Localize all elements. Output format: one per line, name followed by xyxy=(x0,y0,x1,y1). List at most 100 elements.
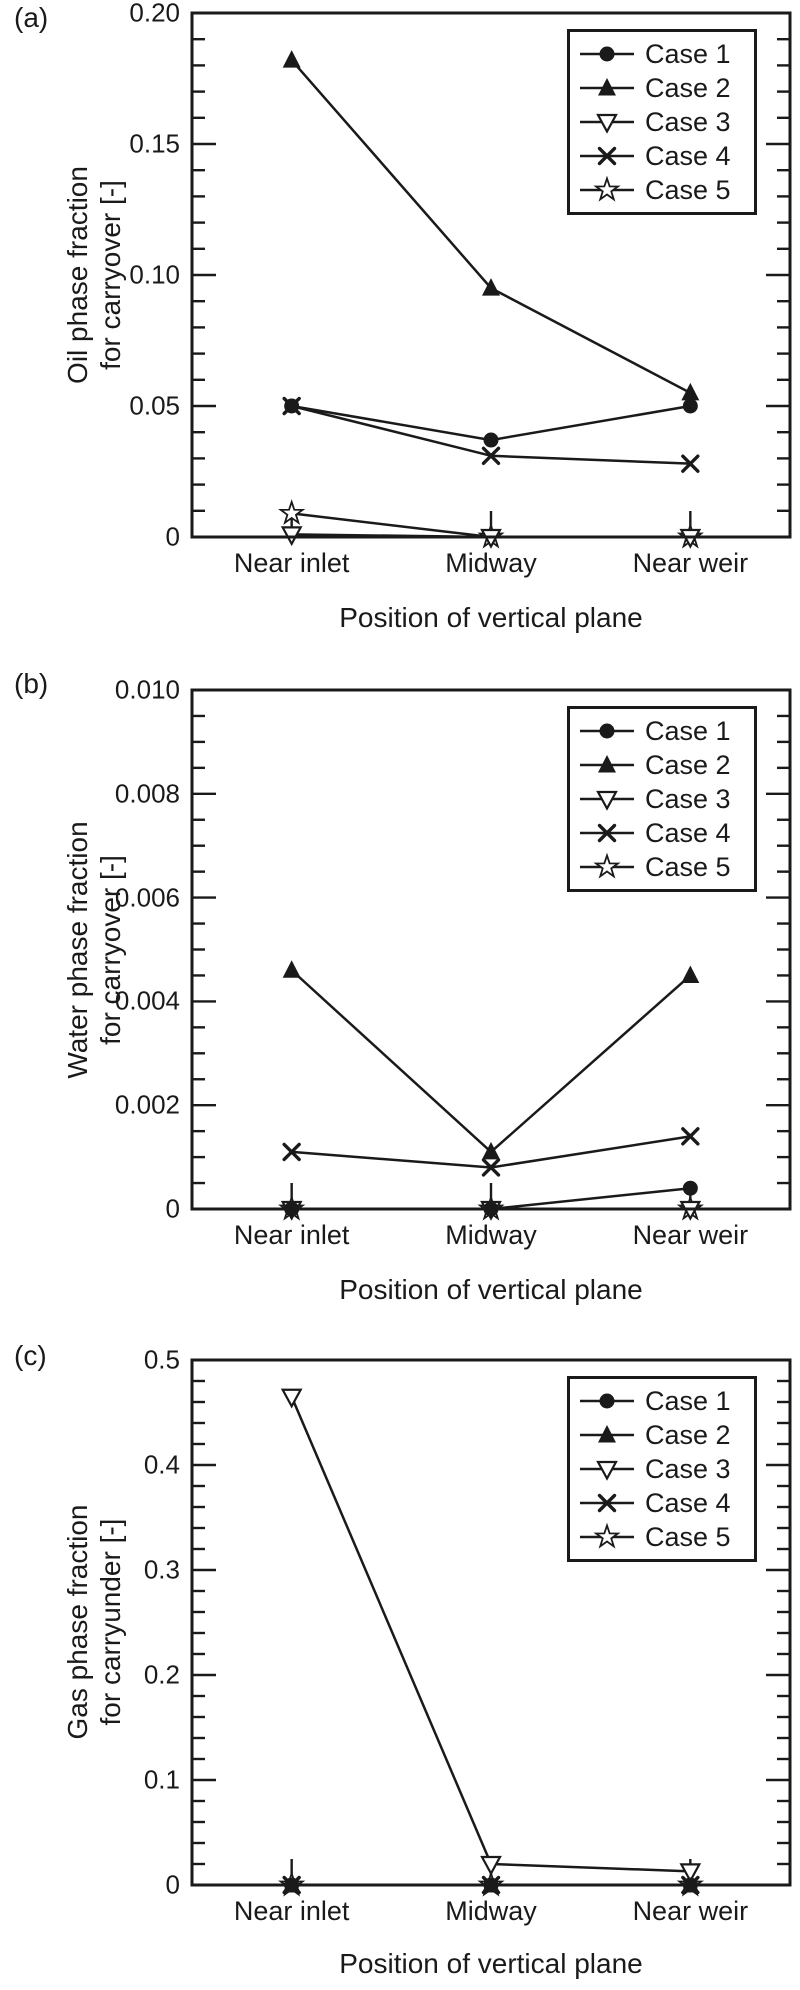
case-5-legend-marker xyxy=(593,1522,621,1549)
legend-label: Case 4 xyxy=(645,1487,731,1518)
case-5-legend-marker xyxy=(593,852,621,879)
x-tick-label: Near inlet xyxy=(233,1220,350,1250)
legend-label: Case 2 xyxy=(645,1419,731,1450)
case-1-legend-marker xyxy=(599,46,615,62)
case-2-point xyxy=(282,50,301,68)
case-1-marker-icon xyxy=(580,46,634,62)
case-3-legend-marker xyxy=(596,790,618,811)
x-tick-label: Near inlet xyxy=(233,548,350,578)
legend-entry-case-1: Case 1 xyxy=(580,37,746,71)
plot-frame xyxy=(190,688,792,1211)
legend-entry-case-4: Case 4 xyxy=(580,1486,746,1520)
case-1-marker-icon xyxy=(580,723,634,739)
case-1-point xyxy=(682,398,698,414)
y-tick-label: 0.5 xyxy=(143,1344,180,1375)
case-2-legend-marker xyxy=(598,78,616,96)
case-4-marker-icon xyxy=(580,823,634,843)
case-5-marker-icon xyxy=(580,852,634,879)
case-3-point xyxy=(679,1863,702,1884)
legend-entry-case-3: Case 3 xyxy=(580,105,746,139)
panel-b-plot xyxy=(190,688,792,1221)
panel-c-label: (c) xyxy=(14,1340,47,1371)
legend-label: Case 2 xyxy=(645,72,731,103)
case-1-point xyxy=(284,398,300,414)
legend-label: Case 1 xyxy=(645,715,731,746)
plot-frame xyxy=(190,11,792,539)
case-2-marker-icon xyxy=(580,755,634,773)
case-5-marker-icon xyxy=(580,1522,634,1549)
case-2-marker-icon xyxy=(580,78,634,96)
case-1-legend-marker xyxy=(599,1393,615,1409)
case-1-legend-marker xyxy=(599,723,615,739)
y-tick-label: 0.3 xyxy=(143,1554,180,1585)
legend-entry-case-2: Case 2 xyxy=(580,71,746,105)
x-tick-label: Midway xyxy=(445,1896,537,1926)
legend-label: Case 5 xyxy=(645,851,731,882)
legend-entry-case-5: Case 5 xyxy=(580,1520,746,1554)
panel-a-label: (a) xyxy=(14,2,49,33)
y-tick-label: 0.20 xyxy=(129,0,180,28)
y-tick-label: 0.4 xyxy=(143,1449,180,1480)
legend-label: Case 2 xyxy=(645,749,731,780)
legend-label: Case 5 xyxy=(645,174,731,205)
case-1-point xyxy=(682,1180,698,1196)
panel-b-x-axis-title: Position of vertical plane xyxy=(339,1274,643,1305)
case-4-point xyxy=(481,446,501,465)
case-4-point xyxy=(681,1127,700,1146)
case-2-point xyxy=(681,965,700,983)
x-tick-label: Near weir xyxy=(632,1220,749,1250)
y-tick-label: 0.1 xyxy=(143,1764,180,1795)
panel-c-plot xyxy=(190,1358,792,1897)
legend-label: Case 1 xyxy=(645,38,731,69)
y-tick-label: 0.002 xyxy=(114,1089,180,1120)
case-4-point xyxy=(681,454,700,473)
legend-label: Case 1 xyxy=(645,1385,731,1416)
case-2-legend-marker xyxy=(598,755,616,773)
panel-a-x-axis-title: Position of vertical plane xyxy=(339,602,643,633)
y-tick-label: 0 xyxy=(165,1193,180,1224)
y-tick-label: 0.010 xyxy=(114,674,180,705)
x-tick-label: Midway xyxy=(445,548,537,578)
case-2-marker-icon xyxy=(580,1425,634,1443)
case-5-legend-marker xyxy=(593,175,621,202)
x-tick-label: Near weir xyxy=(632,548,749,578)
legend-entry-case-3: Case 3 xyxy=(580,1452,746,1486)
y-tick-label: 0.006 xyxy=(114,882,180,913)
y-tick-label: 0.10 xyxy=(129,259,180,290)
x-tick-label: Midway xyxy=(445,1220,537,1250)
legend-entry-case-4: Case 4 xyxy=(580,139,746,173)
case-4-marker-icon xyxy=(580,1493,634,1513)
case-4-legend-marker xyxy=(597,1493,617,1513)
plot-frame xyxy=(190,1358,792,1887)
y-tick-label: 0.05 xyxy=(129,390,180,421)
legend-entry-case-2: Case 2 xyxy=(580,1418,746,1452)
y-tick-label: 0.004 xyxy=(114,985,180,1016)
panel-a-plot xyxy=(190,11,792,549)
legend-label: Case 3 xyxy=(645,106,731,137)
y-tick-label: 0.2 xyxy=(143,1659,180,1690)
case-3-point xyxy=(280,1388,303,1409)
legend-entry-case-2: Case 2 xyxy=(580,748,746,782)
case-2-legend-marker xyxy=(598,1425,616,1443)
case-3-marker-icon xyxy=(580,790,634,811)
case-3-marker-icon xyxy=(580,113,634,134)
case-1-point xyxy=(483,432,499,448)
y-tick-label: 0.15 xyxy=(129,128,180,159)
case-2-point xyxy=(482,278,500,296)
case-3-marker-icon xyxy=(580,1460,634,1481)
case-3-point xyxy=(480,1855,502,1876)
legend-entry-case-5: Case 5 xyxy=(580,173,746,207)
case-4-marker-icon xyxy=(580,146,634,166)
panel-c-x-axis-title: Position of vertical plane xyxy=(339,1948,643,1979)
legend-label: Case 4 xyxy=(645,817,731,848)
case-2-point xyxy=(482,1141,500,1160)
case-3-legend-marker xyxy=(596,113,618,134)
legend-entry-case-1: Case 1 xyxy=(580,714,746,748)
x-tick-label: Near weir xyxy=(632,1896,749,1926)
case-1-marker-icon xyxy=(580,1393,634,1409)
legend-label: Case 3 xyxy=(645,783,731,814)
